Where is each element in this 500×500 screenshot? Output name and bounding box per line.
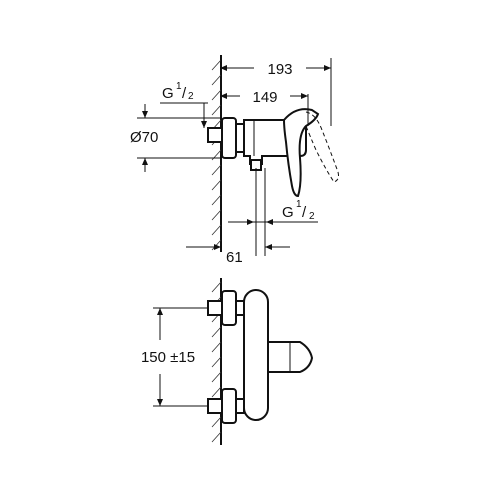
eccentric-connector (235, 123, 245, 153)
lower-rosette (221, 388, 237, 424)
dim-outlet: 61 (186, 244, 290, 266)
thread-bottom-num: 1 (296, 199, 302, 210)
dim-body: 149 (220, 88, 309, 126)
front-view (207, 278, 314, 445)
lower-nut (235, 398, 245, 414)
dim-193-label: 193 (267, 61, 292, 78)
dim-spacing-label: 150 ±15 (141, 349, 195, 366)
dim-rosette: Ø70 (130, 104, 222, 172)
upper-nut (235, 300, 245, 316)
thread-top-letter: G (162, 85, 174, 102)
thread-top-slash: / (182, 85, 187, 102)
thread-bottom-slash: / (302, 204, 307, 221)
inlet-stub (207, 127, 223, 143)
side-view (207, 55, 339, 256)
upper-inlet-stub (207, 300, 223, 316)
thread-top-callout: G 1 / 2 (160, 81, 208, 128)
lever-handle (282, 108, 320, 198)
thread-top-den: 2 (188, 91, 194, 102)
dim-spacing: 150 ±15 (128, 307, 210, 407)
lower-inlet-stub (207, 398, 223, 414)
wall-hatching-top (211, 59, 222, 251)
thread-top-num: 1 (176, 81, 182, 92)
mixer-body-front (243, 289, 269, 421)
thread-bottom-letter: G (282, 204, 294, 221)
thread-bottom-den: 2 (309, 211, 315, 222)
dim-149-label: 149 (252, 89, 277, 106)
dim-rosette-label: Ø70 (130, 129, 158, 146)
dim-overall: 193 (220, 55, 332, 126)
dim-61-label: 61 (226, 249, 243, 266)
rosette (221, 117, 237, 159)
upper-rosette (221, 290, 237, 326)
thread-bottom-callout: G 1 / 2 (228, 199, 318, 225)
lever-alt-position (305, 111, 339, 183)
